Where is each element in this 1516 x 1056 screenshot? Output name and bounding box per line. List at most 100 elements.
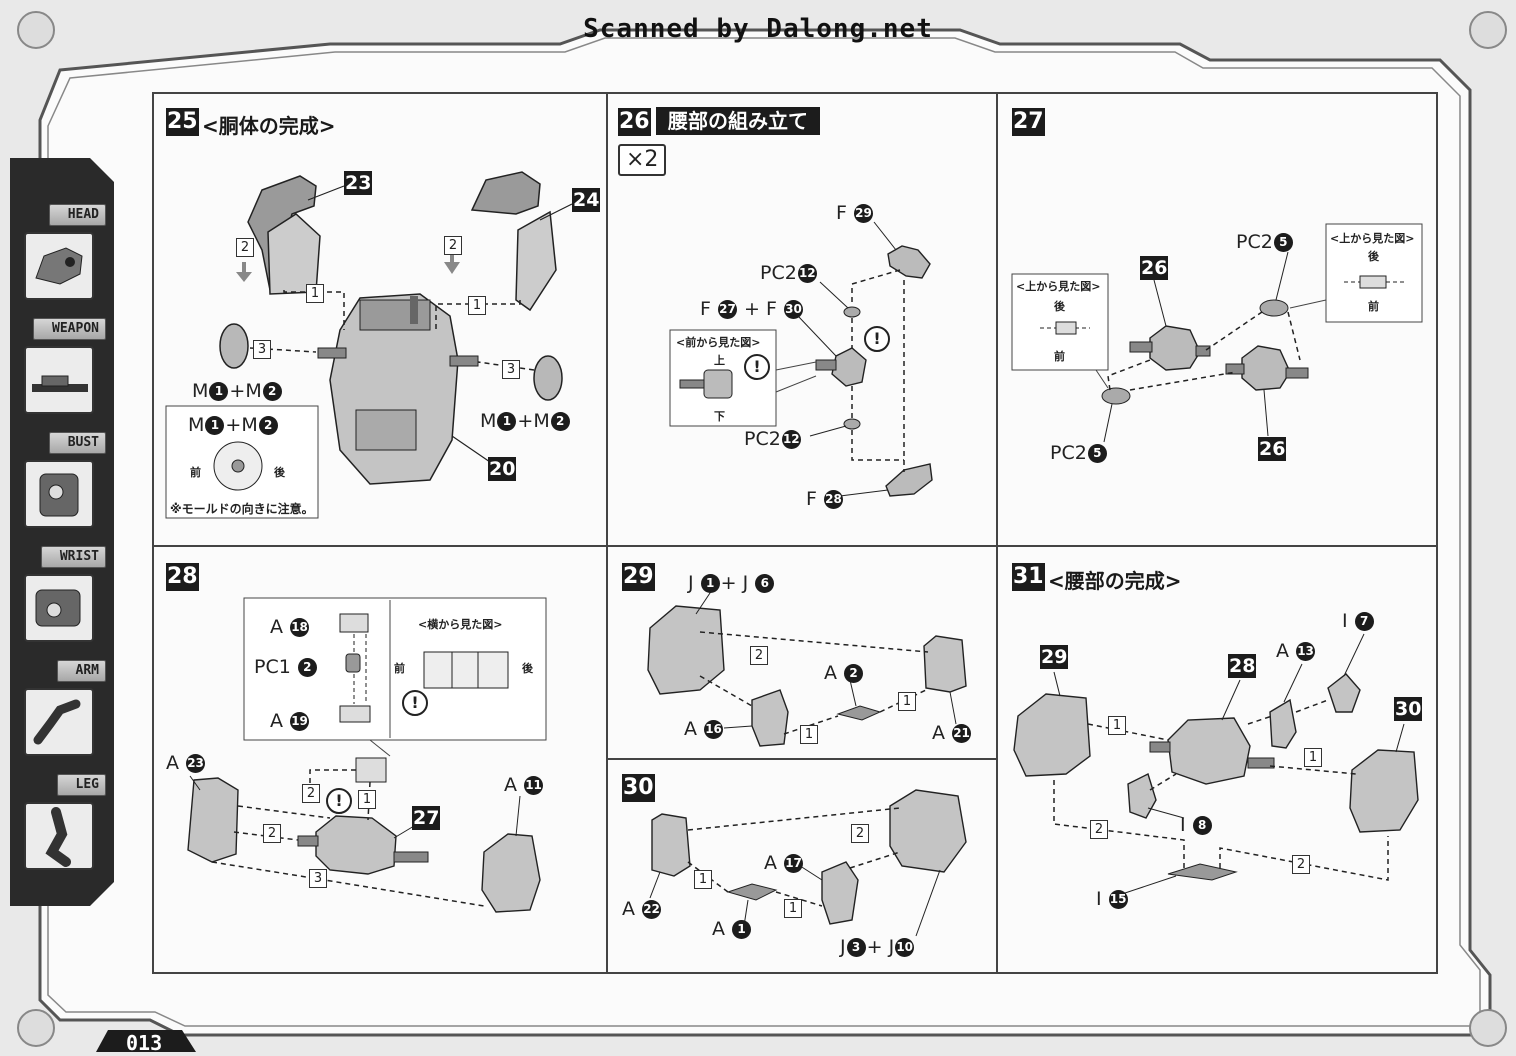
sidebar-item-label: WEAPON xyxy=(33,318,106,340)
inset-back-label: 後 xyxy=(274,466,285,479)
part-badge: 29 xyxy=(1040,645,1069,669)
part-label-j1-j6: J 1+ J 6 xyxy=(688,572,775,594)
order-marker: 2 xyxy=(302,784,320,803)
sidebar-item-label: HEAD xyxy=(48,204,106,226)
sidebar-item-bust[interactable]: BUST xyxy=(18,430,110,530)
part-badge: 23 xyxy=(344,171,373,195)
part-badge: 27 xyxy=(412,806,441,830)
page-number: 013 xyxy=(96,1030,196,1052)
part-label-f28: F 28 xyxy=(806,488,843,510)
quantity-multiplier: ×2 xyxy=(618,144,667,176)
callout-side-view-title: <横から見た図> xyxy=(418,618,503,631)
step-31-number: 31 xyxy=(1012,563,1045,591)
part-badge: 24 xyxy=(572,188,601,212)
sidebar-item-weapon[interactable]: WEAPON xyxy=(18,316,110,416)
sidebar-item-head[interactable]: HEAD xyxy=(18,202,110,302)
part-label-f27-f30: F 27 + F 30 xyxy=(700,298,803,320)
callout-back-label: 後 xyxy=(522,662,533,675)
sidebar-item-label: WRIST xyxy=(40,546,106,568)
order-marker: 1 xyxy=(800,725,818,744)
order-marker: 2 xyxy=(1090,820,1108,839)
order-marker: 1 xyxy=(1304,748,1322,767)
order-marker: 2 xyxy=(1292,855,1310,874)
order-marker: 1 xyxy=(784,899,802,918)
part-badge: 20 xyxy=(488,457,517,481)
leg-icon xyxy=(45,807,71,867)
callout-front-view-title: <前から見た図> xyxy=(676,336,761,349)
part-badge: 26 xyxy=(1140,256,1169,280)
callout-front-label: 前 xyxy=(1368,300,1379,313)
step-25-title: <胴体の完成> xyxy=(202,114,336,138)
bust-icon xyxy=(39,473,79,517)
order-marker: 3 xyxy=(309,869,327,888)
step-31-title: <腰部の完成> xyxy=(1048,569,1182,593)
step-28-number: 28 xyxy=(166,563,199,591)
part-label-pc1-2: PC1 2 xyxy=(254,656,318,678)
order-marker: 1 xyxy=(468,296,486,315)
step-25-number: 25 xyxy=(166,108,199,136)
sidebar-item-leg[interactable]: LEG xyxy=(18,772,110,872)
step-27-number: 27 xyxy=(1012,108,1045,136)
part-label-i8: I 8 xyxy=(1180,814,1213,836)
part-badge: 30 xyxy=(1394,697,1423,721)
head-icon xyxy=(35,247,83,285)
part-label-a18: A 18 xyxy=(270,616,310,638)
sidebar-item-wrist[interactable]: WRIST xyxy=(18,544,110,644)
part-label-a19: A 19 xyxy=(270,710,310,732)
caution-icon: ! xyxy=(864,326,890,352)
mold-orientation-note: ※モールドの向きに注意。 xyxy=(170,502,314,516)
callout-front-label: 前 xyxy=(394,662,405,675)
part-label-a16: A 16 xyxy=(684,718,724,740)
step-30-number: 30 xyxy=(622,774,655,802)
callout-back-label: 後 xyxy=(1054,300,1065,313)
order-marker: 2 xyxy=(851,824,869,843)
callout-up-label: 上 xyxy=(714,354,725,367)
corner-bolt-icon xyxy=(17,11,55,49)
sidebar-item-label: LEG xyxy=(56,774,106,796)
weapon-icon xyxy=(32,375,88,392)
callout-back-label: 後 xyxy=(1368,250,1379,263)
order-marker: 2 xyxy=(750,646,768,665)
part-label-i15: I 15 xyxy=(1096,888,1128,910)
callout-top-view-title: <上から見た図> xyxy=(1330,232,1415,245)
instruction-grid xyxy=(152,92,1438,974)
order-marker: 2 xyxy=(236,238,254,257)
callout-front-label: 前 xyxy=(1054,350,1065,363)
part-label-a23: A 23 xyxy=(166,752,206,774)
watermark: Scanned by Dalong.net xyxy=(583,14,933,44)
part-label-a13: A 13 xyxy=(1276,640,1316,662)
order-marker: 1 xyxy=(358,790,376,809)
order-marker: 3 xyxy=(253,340,271,359)
caution-icon: ! xyxy=(744,354,770,380)
part-label-a21: A 21 xyxy=(932,722,972,744)
part-label-a2: A 2 xyxy=(824,662,864,684)
order-marker: 3 xyxy=(502,360,520,379)
wrist-icon xyxy=(35,589,81,627)
part-badge: 26 xyxy=(1258,437,1287,461)
sidebar: HEAD WEAPON BUST WRIST ARM LEG xyxy=(10,158,114,906)
sidebar-item-arm[interactable]: ARM xyxy=(18,658,110,758)
order-marker: 1 xyxy=(306,284,324,303)
part-label-i7: I 7 xyxy=(1342,610,1375,632)
part-label-a22: A 22 xyxy=(622,898,662,920)
step-26-number: 26 xyxy=(618,108,651,136)
order-marker: 2 xyxy=(263,824,281,843)
part-badge: 28 xyxy=(1228,654,1257,678)
part-label-a17: A 17 xyxy=(764,852,804,874)
order-marker: 1 xyxy=(694,870,712,889)
order-marker: 1 xyxy=(898,692,916,711)
inset-front-label: 前 xyxy=(190,466,201,479)
caution-icon: ! xyxy=(326,788,352,814)
